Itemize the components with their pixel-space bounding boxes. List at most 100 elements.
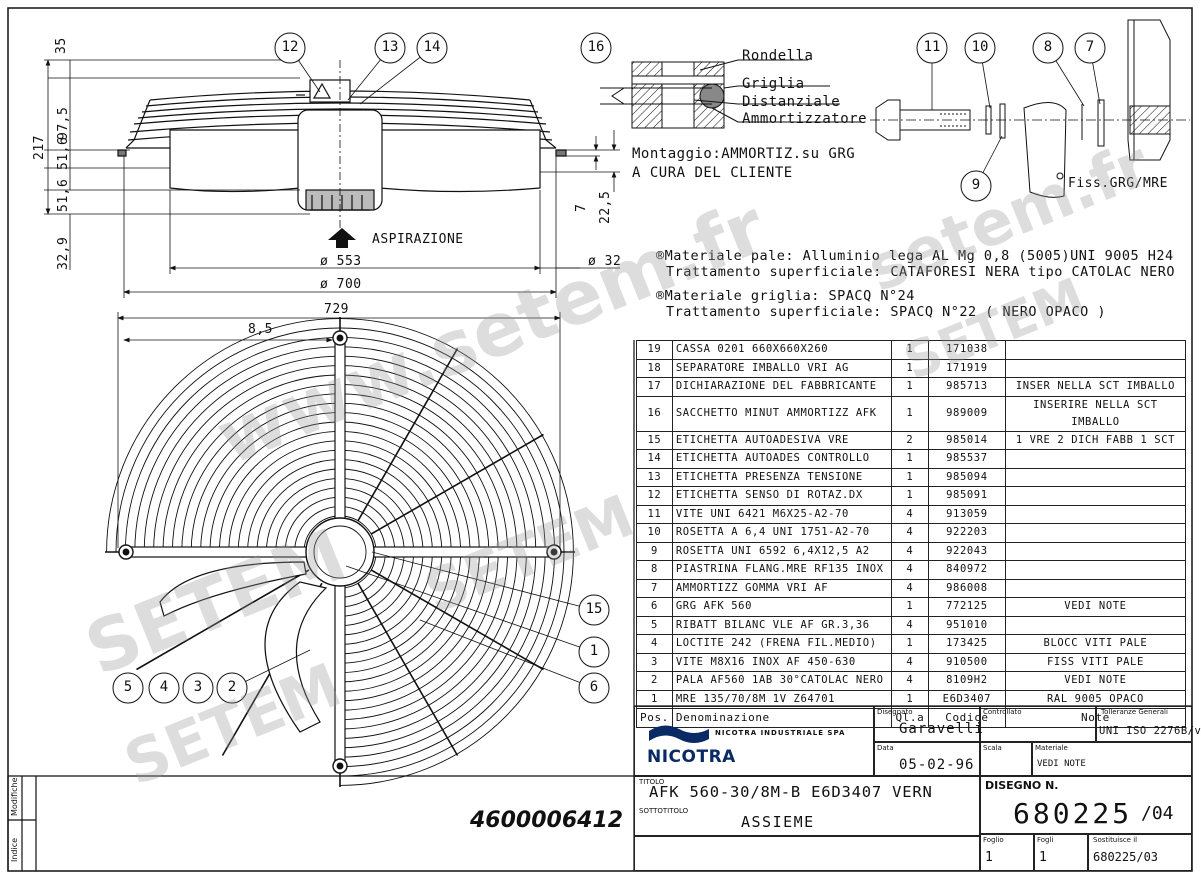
- callout-circle: [916, 32, 948, 64]
- callout-circle: [578, 594, 610, 626]
- grille-ring: [143, 355, 537, 749]
- grille-ring: [247, 459, 433, 645]
- callout-circle: [182, 672, 214, 704]
- note-cell: [1004, 504, 1187, 524]
- pos-cell: 2: [636, 671, 673, 691]
- note-cell: [1004, 578, 1187, 598]
- note-cell: INSER NELLA SCT IMBALLO: [1004, 377, 1187, 397]
- qty-cell: 1: [890, 597, 929, 617]
- code-cell: 985713: [927, 377, 1006, 397]
- montaggio-note-1: Montaggio:AMMORTIZ.su GRG: [632, 146, 856, 162]
- grille-ring: [275, 487, 405, 617]
- pos-cell: 9: [636, 541, 673, 561]
- pos-cell: 7: [636, 578, 673, 598]
- tolerances-value: UNI ISO 2276B/v: [1099, 725, 1201, 737]
- callout-circle: [578, 672, 610, 704]
- code-cell: 951010: [927, 615, 1006, 635]
- pos-cell: 3: [636, 652, 673, 672]
- griglia-label: Griglia: [742, 76, 805, 92]
- qty-cell: 1: [890, 634, 929, 654]
- name-cell: AMMORTIZZ GOMMA VRI AF: [671, 578, 892, 598]
- replaces-label: Sostituisce il: [1093, 836, 1138, 844]
- qty-cell: 4: [890, 615, 929, 635]
- name-cell: PIASTRINA FLANG.MRE RF135 INOX: [671, 560, 892, 580]
- name-cell: SACCHETTO MINUT AMMORTIZZ AFK: [671, 395, 892, 432]
- dim-729: 729: [324, 302, 349, 317]
- pos-cell: 19: [636, 340, 673, 360]
- name-cell: ETICHETTA SENSO DI ROTAZ.DX: [671, 486, 892, 506]
- code-cell: 171038: [927, 340, 1006, 360]
- sheets-label: Fogli: [1037, 836, 1054, 844]
- pos-cell: 15: [636, 430, 673, 450]
- nicotra-logo-icon: [649, 725, 709, 743]
- name-cell: ETICHETTA PRESENZA TENSIONE: [671, 467, 892, 487]
- callout-leader: [345, 565, 595, 653]
- grille-spoke: [370, 569, 544, 671]
- grille-ring: [284, 496, 396, 608]
- distanziale-label: Distanziale: [742, 94, 841, 110]
- grille-ring: [124, 336, 556, 768]
- pos-cell: Pos.: [636, 708, 673, 728]
- callout-number: 6: [589, 679, 599, 695]
- designer-value: Garavelli: [899, 721, 984, 737]
- mounting-hole-center: [336, 762, 344, 770]
- callout-number: 13: [381, 39, 399, 55]
- pos-cell: 13: [636, 467, 673, 487]
- code-cell: 171919: [927, 358, 1006, 378]
- grille-ring: [294, 506, 386, 598]
- name-cell: CASSA 0201 660X660X260: [671, 340, 892, 360]
- note-cell: [1004, 340, 1187, 360]
- code-cell: 985537: [927, 449, 1006, 469]
- grille-ring: [153, 365, 527, 739]
- qty-cell: 4: [890, 504, 929, 524]
- grille-ring: [303, 515, 377, 589]
- note-cell: [1004, 615, 1187, 635]
- fan-side-view: [117, 60, 567, 230]
- grille-ring: [134, 346, 546, 758]
- dim-7: 7: [574, 203, 589, 212]
- dim-97-5: 97,5: [56, 106, 71, 140]
- callout-number: 10: [971, 39, 989, 55]
- qty-cell: 4: [890, 523, 929, 543]
- note-cell: FISS VITI PALE: [1004, 652, 1187, 672]
- grille-spoke: [136, 569, 310, 671]
- qty-cell: Ql.a: [890, 708, 929, 728]
- fixing-exploded-view: [870, 19, 1190, 198]
- callout-circle: [964, 32, 996, 64]
- pos-cell: 18: [636, 358, 673, 378]
- hub: [305, 517, 375, 587]
- grille-ring: [237, 449, 443, 655]
- fan-blade: [159, 561, 307, 617]
- callout-circle: [960, 170, 992, 202]
- drawing-number-label: DISEGNO N.: [985, 779, 1059, 792]
- grille-ring: [171, 383, 509, 721]
- callout-number: 3: [193, 679, 203, 695]
- montaggio-note-2: A CURA DEL CLIENTE: [632, 165, 793, 181]
- qty-cell: 1: [890, 377, 929, 397]
- note-cell: [1004, 541, 1187, 561]
- tolerances-label: Tolleranze Generali: [1101, 708, 1168, 716]
- qty-cell: 4: [890, 652, 929, 672]
- pos-cell: 16: [636, 395, 673, 432]
- ammortizzatore-label: Ammortizzatore: [742, 111, 868, 127]
- title-block-drawing-number: DISEGNO N. 680225 /04: [980, 776, 1192, 834]
- logo-text: NICOTRA: [647, 747, 736, 767]
- name-cell: ETICHETTA AUTOADES CONTROLLO: [671, 449, 892, 469]
- dim-32: ø 32: [588, 254, 622, 269]
- dim-22-5: 22,5: [598, 190, 613, 224]
- designer-label: Disegnato: [877, 708, 913, 716]
- note-cell: VEDI NOTE: [1004, 597, 1187, 617]
- note-treatment-blades: Trattamento superficiale: CATAFORESI NER…: [666, 264, 1176, 280]
- date-value: 05-02-96: [899, 757, 975, 773]
- callout-number: 4: [159, 679, 169, 695]
- name-cell: RIBATT BILANC VLE AF GR.3,36: [671, 615, 892, 635]
- note-cell: [1004, 523, 1187, 543]
- title-block-blank: [634, 836, 980, 871]
- checked-label: Controllato: [983, 708, 1022, 716]
- title-block-sheet: Foglio 1: [980, 834, 1034, 871]
